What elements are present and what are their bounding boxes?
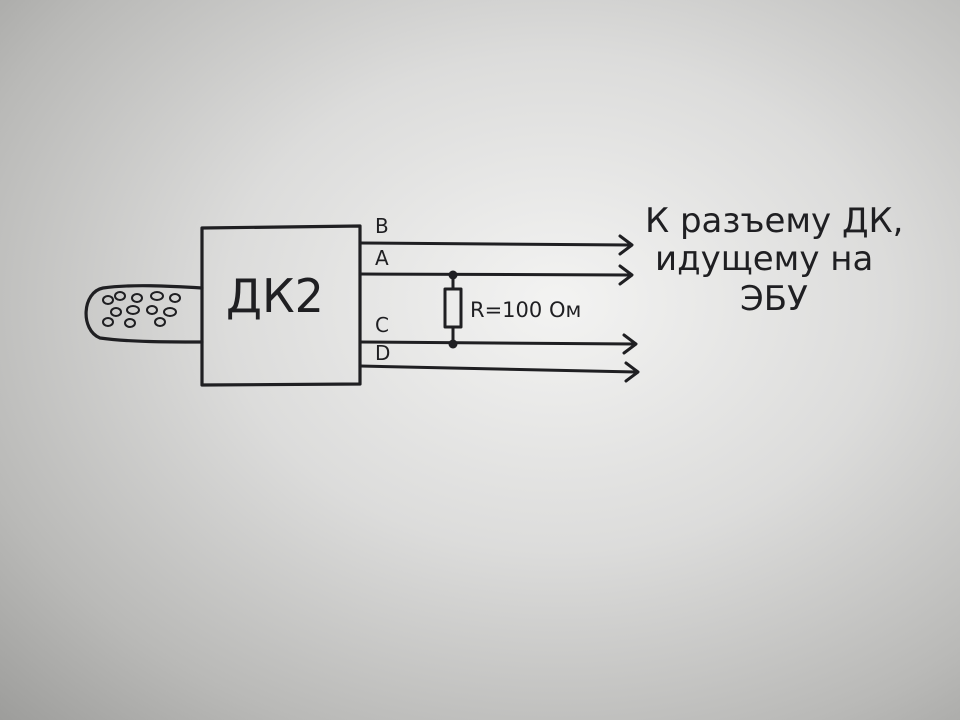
pin-c-label: C	[375, 313, 389, 337]
wire-d-arrow	[624, 361, 640, 383]
pin-a-label: A	[375, 246, 389, 270]
wire-b-arrow	[618, 234, 634, 256]
wire-a	[358, 272, 632, 277]
resistor-label: R=100 Ом	[470, 298, 581, 322]
wire-a-arrow	[618, 264, 634, 286]
resistor	[443, 270, 463, 349]
note-line-3: ЭБУ	[740, 279, 808, 319]
pin-b-label: B	[375, 214, 389, 238]
pin-d-label: D	[375, 341, 390, 365]
sensor-tip	[84, 284, 204, 344]
wire-d	[358, 364, 638, 374]
sensor-body	[200, 224, 362, 387]
note-line-2: идущему на	[655, 239, 873, 279]
sensor-tip-holes	[102, 291, 181, 328]
note-line-1: К разъему ДК,	[645, 201, 903, 241]
sensor-label: ДК2	[226, 269, 324, 323]
wire-c	[358, 340, 636, 346]
wire-b	[358, 241, 632, 247]
wires	[358, 234, 640, 383]
resistor-body	[443, 287, 463, 329]
wire-c-arrow	[622, 333, 638, 355]
